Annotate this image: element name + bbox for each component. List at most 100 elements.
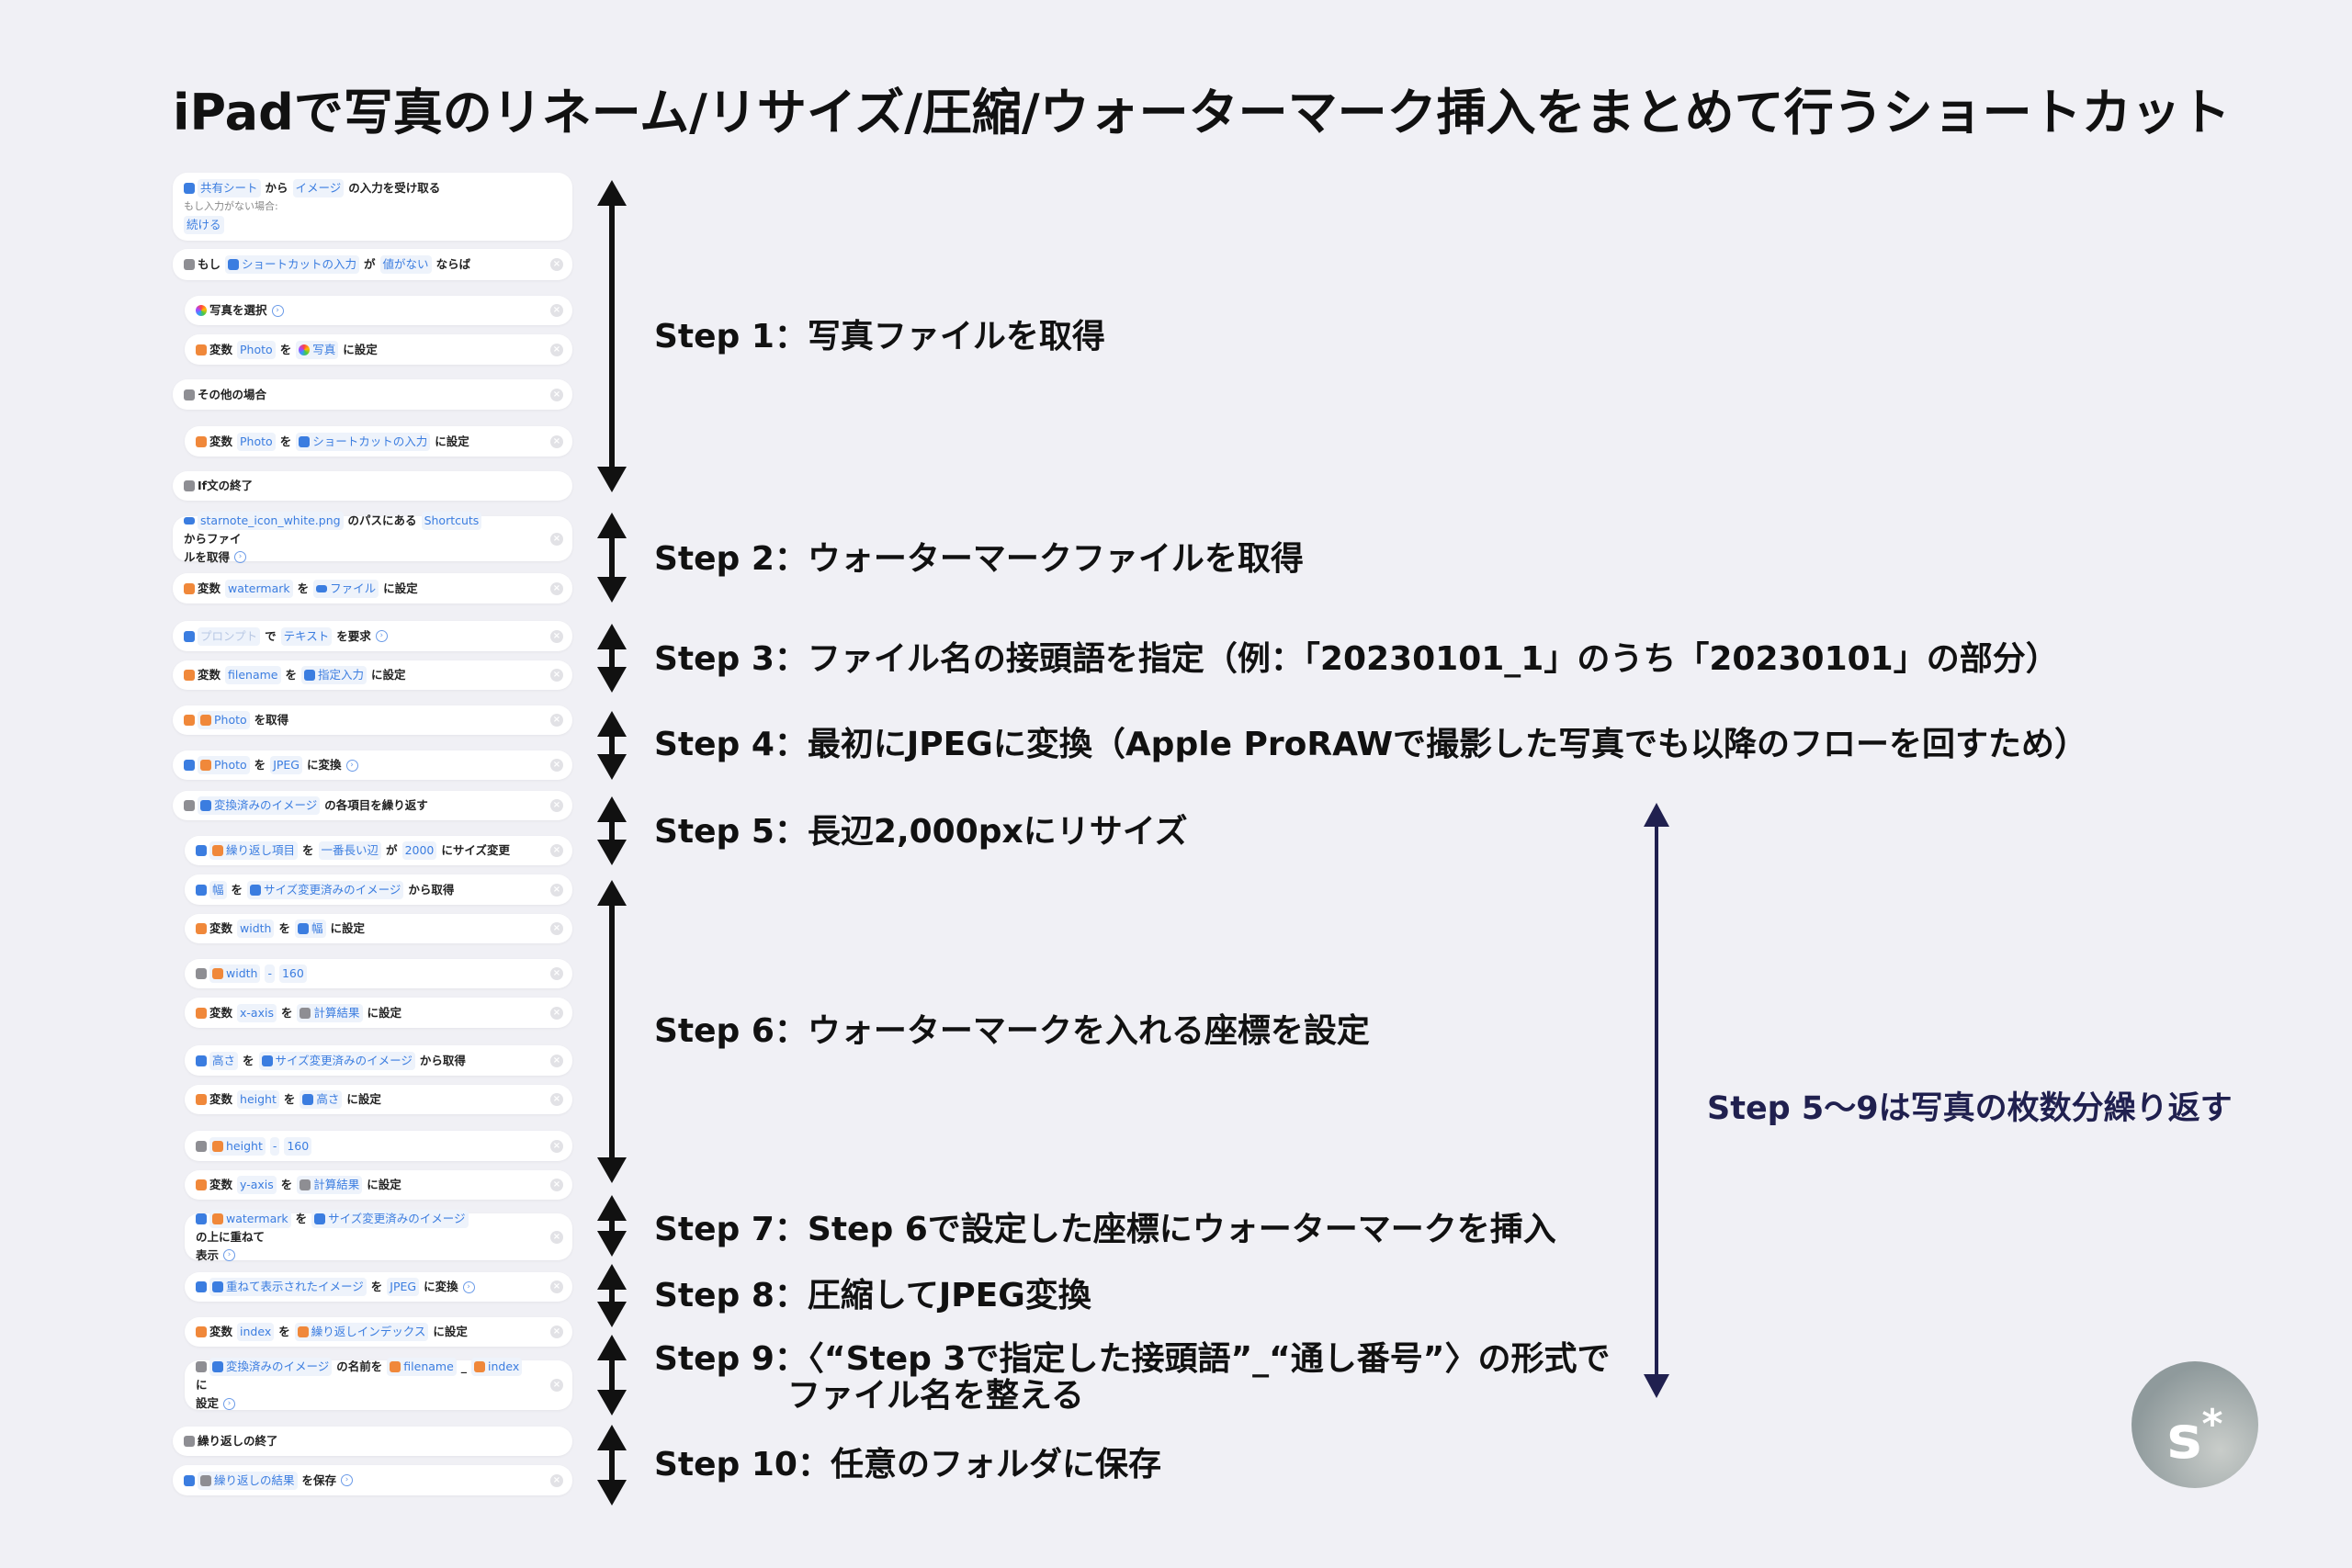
parameter-token[interactable]: Photo [237,340,276,359]
parameter-token[interactable]: 幅 [295,919,326,938]
parameter-token[interactable]: index [471,1358,523,1376]
remove-action-icon[interactable]: × [550,629,563,643]
parameter-token[interactable]: x-axis [237,1003,277,1022]
parameter-token[interactable]: 写真 [296,340,339,359]
action-card[interactable]: 高さをサイズ変更済みのイメージから取得× [185,1045,572,1076]
parameter-token[interactable]: 続ける [184,216,224,234]
parameter-token[interactable]: イメージ [292,179,345,197]
parameter-token[interactable]: Shortcuts [421,511,482,530]
parameter-token[interactable]: JPEG [270,756,302,774]
remove-action-icon[interactable]: × [550,714,563,727]
parameter-token[interactable]: - [269,1136,280,1156]
parameter-token[interactable]: 2000 [401,841,437,860]
parameter-token[interactable]: watermark [225,579,293,598]
parameter-token[interactable]: 変換済みのイメージ [209,1358,333,1376]
parameter-token[interactable]: 幅 [209,880,227,899]
remove-action-icon[interactable]: × [550,581,563,595]
remove-action-icon[interactable]: × [550,1054,563,1067]
remove-action-icon[interactable]: × [550,883,563,897]
parameter-token[interactable]: 繰り返し項目 [209,841,299,860]
parameter-token[interactable]: ショートカットの入力 [225,255,360,274]
remove-action-icon[interactable]: × [550,759,563,772]
action-card[interactable]: 共有シートからイメージの入力を受け取るもし入力がない場合:続ける [173,173,572,241]
action-card[interactable]: height-160× [185,1131,572,1161]
parameter-token[interactable]: 値がない [379,255,432,274]
action-card[interactable]: もしショートカットの入力が値がないならば× [173,249,572,280]
expand-chevron-icon[interactable]: › [223,1397,236,1410]
parameter-token[interactable]: 繰り返しの結果 [198,1471,298,1490]
expand-chevron-icon[interactable]: › [234,551,247,563]
parameter-token[interactable]: サイズ変更済みのイメージ [311,1209,469,1228]
parameter-token[interactable]: width [237,919,275,938]
parameter-token[interactable]: テキスト [280,626,333,646]
parameter-token[interactable]: 共有シート [198,179,261,197]
parameter-token[interactable]: Photo [237,432,276,451]
parameter-token[interactable]: 160 [278,964,307,983]
parameter-token[interactable]: サイズ変更済みのイメージ [247,880,404,899]
parameter-token[interactable]: height [209,1136,266,1156]
parameter-token[interactable]: 重ねて表示されたイメージ [209,1278,367,1296]
parameter-token[interactable]: width [209,964,261,983]
remove-action-icon[interactable]: × [550,1473,563,1487]
parameter-token[interactable]: filename [225,666,281,684]
action-card[interactable]: 幅をサイズ変更済みのイメージから取得× [185,874,572,905]
action-card[interactable]: If文の終了 [173,471,572,501]
action-card[interactable]: プロンプトでテキストを要求›× [173,621,572,651]
action-card[interactable]: 写真を選択›× [185,296,572,325]
remove-action-icon[interactable]: × [550,967,563,980]
expand-chevron-icon[interactable]: › [345,759,358,772]
expand-chevron-icon[interactable]: › [462,1280,475,1293]
parameter-token[interactable]: index [237,1323,275,1341]
parameter-token[interactable]: height [237,1090,279,1109]
action-card[interactable]: width-160 × [185,959,572,988]
remove-action-icon[interactable]: × [550,844,563,857]
parameter-token[interactable]: 指定入力 [301,666,368,684]
parameter-token[interactable]: Photo [198,756,250,774]
remove-action-icon[interactable]: × [550,304,563,317]
remove-action-icon[interactable]: × [550,922,563,935]
remove-action-icon[interactable]: × [550,1006,563,1020]
parameter-token[interactable]: watermark [209,1209,291,1228]
remove-action-icon[interactable]: × [550,388,563,401]
parameter-token[interactable]: 高さ [300,1090,343,1109]
action-card[interactable]: 繰り返しの終了 [173,1427,572,1456]
parameter-token[interactable]: 一番長い辺 [318,841,382,860]
parameter-token[interactable]: 計算結果 [297,1003,363,1022]
remove-action-icon[interactable]: × [550,1230,563,1244]
action-card[interactable]: 繰り返しの結果を保存›× [173,1465,572,1495]
remove-action-icon[interactable]: × [550,258,563,271]
parameter-token[interactable]: 繰り返しインデックス [294,1323,429,1341]
parameter-token[interactable]: 変換済みのイメージ [198,796,321,815]
remove-action-icon[interactable]: × [550,1179,563,1191]
parameter-token[interactable]: 高さ [209,1051,239,1070]
parameter-token[interactable]: サイズ変更済みのイメージ [258,1051,415,1070]
remove-action-icon[interactable]: × [550,1325,563,1338]
expand-chevron-icon[interactable]: › [375,630,388,642]
parameter-token[interactable]: 160 [284,1136,312,1156]
parameter-token[interactable]: ファイル [313,579,379,598]
remove-action-icon[interactable]: × [550,343,563,356]
remove-action-icon[interactable]: × [550,669,563,682]
expand-chevron-icon[interactable]: › [271,304,284,317]
parameter-token[interactable]: - [265,964,275,983]
parameter-token[interactable]: Photo [198,711,250,729]
parameter-token[interactable]: starnote_icon_white.png [198,511,344,530]
expand-chevron-icon[interactable]: › [223,1249,236,1261]
action-card[interactable]: 変換済みのイメージの各項目を繰り返す× [173,791,572,820]
remove-action-icon[interactable]: × [550,1093,563,1106]
remove-action-icon[interactable]: × [550,1280,563,1293]
expand-chevron-icon[interactable]: › [341,1474,354,1486]
